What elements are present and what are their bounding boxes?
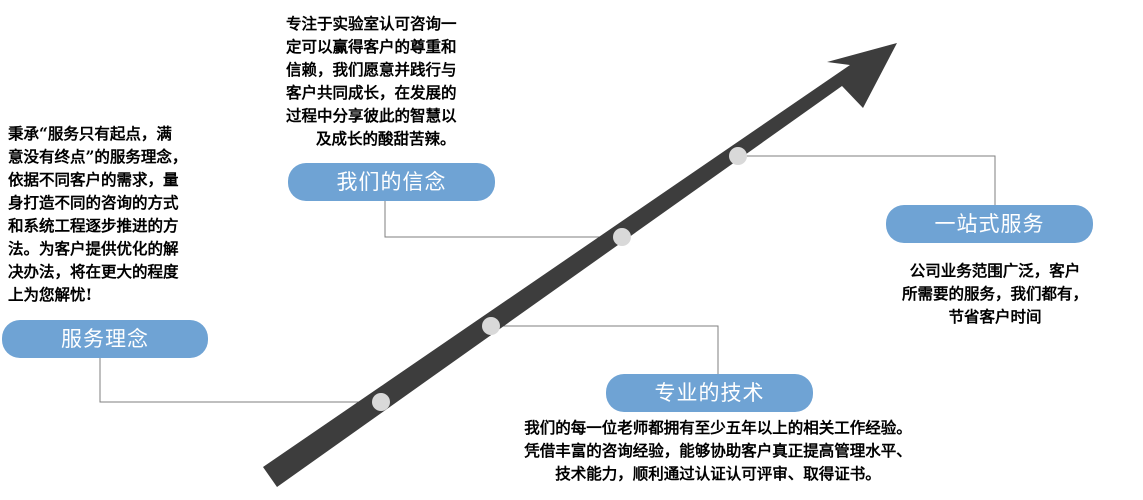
technology-title: 专业的技术 [606,374,813,412]
philosophy-line: 秉承“服务只有起点，满 [8,124,172,143]
philosophy-description: 秉承“服务只有起点，满 意没有终点”的服务理念， 依据不同客户的需求，量 身打造… [8,122,187,306]
technology-line: 技术能力，顺利通过认证认可评审、取得证书。 [555,464,881,483]
technology-line: 凭借丰富的咨询经验，能够协助客户真正提高管理水平、 [524,441,912,460]
milestone-dot-onestop [729,147,747,165]
philosophy-line: 意没有终点”的服务理念， [8,147,188,166]
philosophy-line: 上为您解忧! [8,285,93,304]
technology-line: 我们的每一位老师都拥有至少五年以上的相关工作经验。 [524,418,912,437]
philosophy-line: 依据不同客户的需求，量 [8,170,179,189]
milestone-dot-technology [482,317,500,335]
milestone-dot-philosophy [372,393,390,411]
belief-title: 我们的信念 [288,163,495,201]
belief-description: 专注于实验室认可咨询一 定可以赢得客户的尊重和 信赖，我们愿意并践行与 客户共同… [286,12,457,150]
connector-onestop [738,155,996,206]
philosophy-title: 服务理念 [2,320,208,358]
philosophy-line: 法。为客户提供优化的解 [8,239,179,258]
belief-line: 及成长的酸甜苦辣。 [316,129,456,148]
belief-line: 定可以赢得客户的尊重和 [286,37,457,56]
milestone-dot-belief [613,228,631,246]
onestop-title: 一站式服务 [886,205,1093,243]
belief-line: 信赖，我们愿意并践行与 [286,60,457,79]
philosophy-line: 和系统工程逐步推进的方 [8,216,179,235]
technology-description: 我们的每一位老师都拥有至少五年以上的相关工作经验。 凭借丰富的咨询经验，能够协助… [478,416,958,485]
belief-line: 客户共同成长，在发展的 [286,83,457,102]
onestop-line: 公司业务范围广泛，客户 [909,261,1081,280]
connector-technology [491,325,719,376]
philosophy-line: 身打造不同的咨询的方式 [8,193,179,212]
onestop-line: 节省客户时间 [948,307,1042,326]
belief-line: 过程中分享彼此的智慧以 [286,106,457,125]
connector-belief [384,200,622,238]
onestop-description: 公司业务范围广泛，客户 所需要的服务，我们都有， 节省客户时间 [880,259,1110,328]
connector-philosophy [99,358,381,403]
philosophy-line: 决办法，将在更大的程度 [8,262,179,281]
belief-line: 专注于实验室认可咨询一 [286,14,457,33]
onestop-line: 所需要的服务，我们都有， [901,284,1088,303]
